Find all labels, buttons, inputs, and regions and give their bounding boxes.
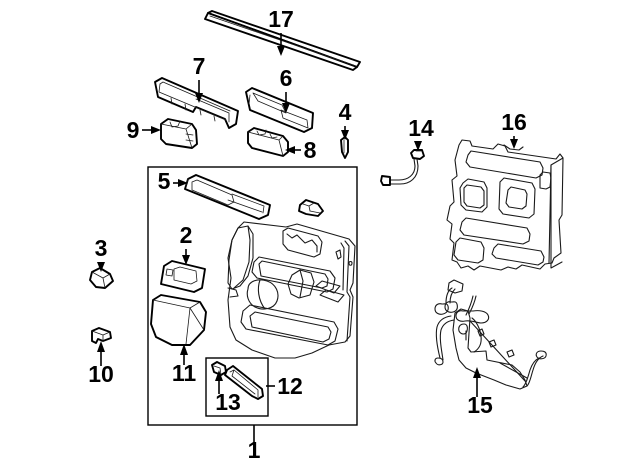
leader-14 [414, 141, 422, 151]
leader-7 [195, 80, 203, 103]
callout-label-7: 7 [193, 53, 206, 79]
leader-3 [97, 262, 105, 272]
part-switch-trim-bezel-right [245, 87, 314, 133]
part-window-switch-block [160, 118, 198, 149]
part-door-trim-panel [227, 221, 356, 359]
callout-label-1: 1 [248, 437, 261, 463]
leader-2 [182, 249, 190, 265]
callout-label-16: 16 [501, 109, 527, 135]
leader-13 [215, 370, 223, 394]
leader-11 [180, 344, 188, 365]
callout-label-12: 12 [277, 373, 303, 399]
leader-6 [282, 92, 290, 113]
part-small-bracket-clip [298, 199, 324, 217]
part-pin-fastener [340, 136, 349, 159]
callout-label-17: 17 [268, 6, 294, 32]
part-trim-clip [91, 327, 112, 344]
callout-label-11: 11 [172, 360, 197, 386]
part-armrest-pad [150, 294, 207, 346]
part-window-switch-small [247, 127, 289, 157]
leader-15 [473, 367, 481, 397]
part-door-wiring-harness [434, 279, 547, 390]
part-retainer-clip [89, 267, 114, 289]
leader-16 [510, 136, 518, 149]
main-assembly-frame [147, 166, 358, 426]
leader-4 [341, 126, 349, 140]
leader-9 [142, 126, 161, 134]
part-water-deflector-insulator [446, 139, 564, 271]
callout-label-14: 14 [408, 115, 434, 141]
callout-label-13: 13 [215, 389, 241, 415]
part-switch-bezel-small [160, 260, 206, 293]
callout-label-9: 9 [127, 117, 140, 143]
callout-label-2: 2 [180, 222, 193, 248]
part-wire-jumper-connector [380, 149, 425, 186]
inset-detail-frame [205, 357, 269, 417]
part-armrest-switch-plate [184, 174, 271, 220]
callout-label-6: 6 [280, 65, 293, 91]
callout-label-8: 8 [304, 137, 317, 163]
part-switch-trim-bezel-left [154, 77, 239, 129]
leader-5 [173, 179, 188, 187]
callout-label-4: 4 [339, 99, 352, 125]
leader-10 [97, 341, 105, 366]
part-pull-handle-insert [224, 365, 264, 400]
leader-8 [285, 146, 301, 154]
callout-label-3: 3 [95, 235, 108, 261]
callout-label-15: 15 [467, 392, 493, 418]
leader-17 [277, 33, 285, 56]
callout-label-10: 10 [88, 361, 114, 387]
callout-label-5: 5 [158, 168, 171, 194]
